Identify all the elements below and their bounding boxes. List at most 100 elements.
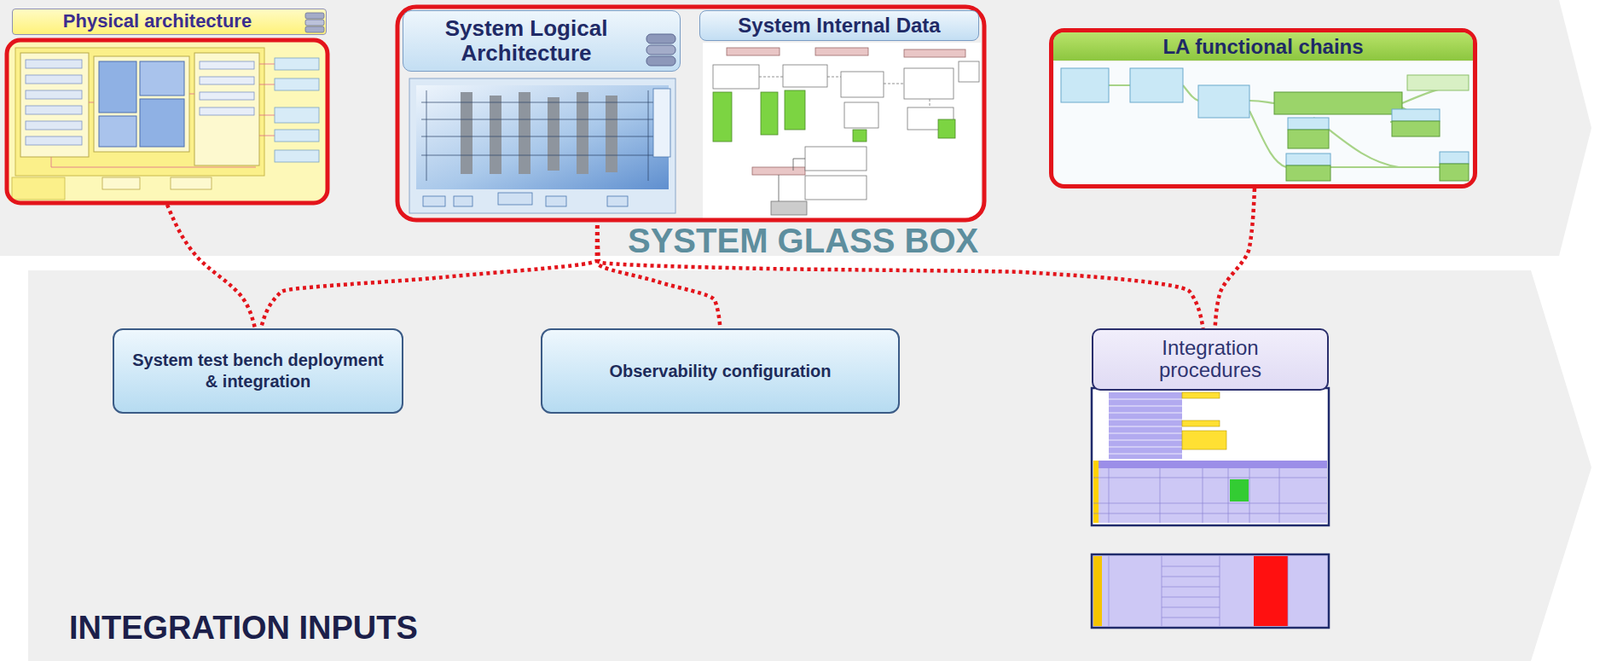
process-box: Observability configuration [540,328,900,414]
procedure-table-part [1093,468,1328,523]
internal-data-illustration-part [958,61,980,82]
red-outline-part [397,6,985,221]
functional-chains-illustration-part [1130,68,1183,103]
internal-data-illustration-part [852,129,867,142]
procedure-table [1091,388,1329,628]
physical-architecture-illustration-part [199,76,255,85]
internal-data-illustration-part [713,92,732,142]
physical-architecture-illustration-part [274,57,319,70]
database-icon-part [646,56,676,66]
stack-icon-part [305,12,325,19]
logical-architecture-illustration-part [605,95,618,173]
chevron-band-part [0,0,1592,256]
physical-architecture-illustration-part [102,177,140,190]
procedure-table-part [1182,420,1220,427]
node-label: LA functional chains [1053,32,1473,61]
stack-icon [305,12,325,33]
architecture-panel: LA functional chains [1049,28,1478,189]
physical-architecture-illustration-part [11,177,65,200]
functional-chains-illustration-part [1054,61,1473,185]
procedure-table-part [1253,556,1288,627]
physical-architecture-illustration-part [25,136,82,145]
internal-data-illustration-part [844,102,879,128]
internal-data-illustration-part [759,76,930,108]
database-icon-part [646,34,676,44]
logical-architecture-illustration-part [518,92,531,174]
procedure-table-part [1093,460,1328,469]
functional-chains-illustration-part [1198,85,1250,118]
logical-architecture-illustration-part [607,196,628,207]
functional-chains-illustration-part [1274,92,1403,115]
dotted-connector [260,218,598,329]
node-label: INTEGRATION INPUTS [69,609,418,648]
physical-architecture-illustration-part [98,61,137,113]
node-label: Integration procedures [1124,336,1296,383]
logical-architecture-illustration-part [460,92,473,174]
internal-data-illustration-part [726,47,780,56]
internal-data-illustration-part [778,158,806,202]
node-label: System Logical Architecture [402,10,681,72]
physical-architecture-illustration-part [199,61,255,70]
integration-band: INTEGRATION INPUTS System test bench depl… [0,270,1600,661]
internal-data-illustration-part [805,175,867,200]
procedure-table-part [1091,388,1329,526]
logical-architecture-illustration-part [576,92,589,174]
node-label: Physical architecture [11,8,327,35]
physical-architecture-illustration-part [25,59,82,69]
functional-chains-illustration-part [1286,153,1331,166]
logical-architecture-illustration-part [416,85,669,190]
internal-data-illustration-part [702,42,981,219]
physical-architecture-illustration-part [98,115,137,147]
internal-data-illustration-part [784,90,806,130]
stack-icon-part [305,26,325,33]
physical-architecture-illustration-part [93,56,190,152]
process-box: System test bench deployment & integrati… [112,328,404,414]
physical-architecture-illustration-part [20,52,89,157]
logical-architecture-illustration-part [453,196,473,207]
dotted-connector [597,218,1203,329]
database-icon [646,34,676,66]
functional-chains-illustration-part [1287,117,1329,130]
node-label: System test bench deployment & integrati… [130,349,387,393]
database-icon-part [646,45,676,55]
internal-data-illustration-part [752,167,806,175]
physical-architecture-illustration-part [194,52,260,166]
logical-architecture-illustration-part [409,78,676,214]
physical-architecture-illustration-part [274,129,319,142]
functional-chains-illustration [1054,61,1473,185]
logical-architecture-illustration-part [545,196,567,207]
internal-data-illustration-part [760,92,778,135]
functional-chains-illustration-part [1060,68,1109,103]
procedure-table-part [1108,556,1288,627]
internal-data-illustration-part [938,119,956,139]
functional-chains-illustration-part [1391,121,1440,137]
internal-data-illustration-part [904,68,954,99]
functional-chains-illustration-part [1439,151,1469,164]
physical-architecture-illustration-part [274,78,319,91]
physical-architecture-illustration-part [51,63,275,168]
internal-data-illustration [702,42,981,219]
internal-data-illustration-part [904,49,966,58]
node-label: SYSTEM GLASS BOX [627,223,979,258]
functional-chains-illustration-part [1439,163,1469,181]
functional-chains-illustration-part [1407,75,1469,91]
red-outline [6,6,985,221]
glass-box-band: SYSTEM GLASS BOX Physical architecture Sys… [0,0,1600,256]
procedure-table-part [1093,556,1102,627]
connector-group [167,188,1255,329]
procedure-table-part [1182,392,1220,399]
internal-data-illustration-part [782,64,828,87]
physical-architecture-illustration-part [25,105,82,115]
physical-architecture-illustration-part [15,47,265,176]
internal-data-illustration-part [771,201,807,215]
stack-icon-part [305,19,325,26]
architecture-panel: Physical architecture [5,8,330,205]
physical-architecture-illustration-part [139,61,185,96]
logical-architecture-illustration-part [421,90,657,181]
physical-architecture-illustration-part [274,107,319,123]
dotted-connector [1215,188,1255,329]
procedure-table-part [1229,479,1249,502]
physical-architecture-illustration-part [8,41,326,202]
functional-chains-illustration-part [1287,129,1329,149]
logical-architecture-illustration-part [547,97,560,171]
